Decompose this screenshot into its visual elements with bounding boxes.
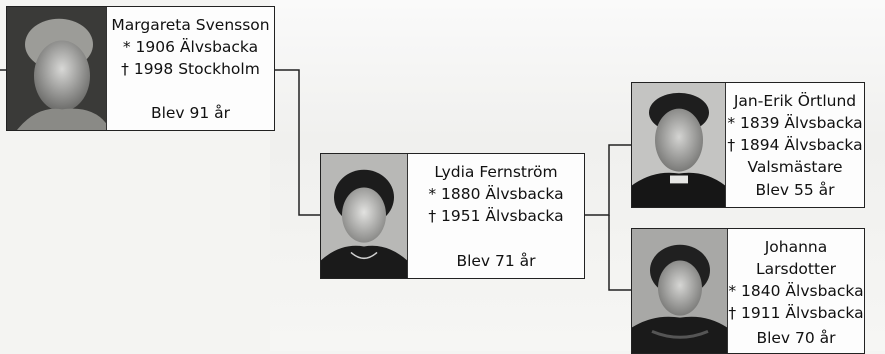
person-name: Jan-Erik Örtlund xyxy=(733,92,857,110)
portrait-photo-margareta xyxy=(7,7,107,130)
person-death: † 1911 Älvsbacka xyxy=(728,304,864,322)
person-info-margareta: Margareta Svensson * 1906 Älvsbacka † 19… xyxy=(107,7,274,130)
connector-margareta-to-lydia xyxy=(275,69,320,216)
person-name: Johanna Larsdotter xyxy=(756,238,836,278)
person-card-margareta[interactable]: Margareta Svensson * 1906 Älvsbacka † 19… xyxy=(6,6,275,131)
person-info-janerik: Jan-Erik Örtlund * 1839 Älvsbacka † 1894… xyxy=(726,83,864,207)
person-birth: * 1840 Älvsbacka xyxy=(728,282,864,300)
person-occupation: Valsmästare xyxy=(747,158,843,176)
connector-lydia-to-johanna xyxy=(608,215,631,291)
person-birth: * 1880 Älvsbacka xyxy=(428,185,564,203)
person-info-lydia: Lydia Fernström * 1880 Älvsbacka † 1951 … xyxy=(408,154,584,278)
person-death: † 1894 Älvsbacka xyxy=(727,136,863,154)
person-birth: * 1839 Älvsbacka xyxy=(727,114,863,132)
person-death: † 1998 Stockholm xyxy=(121,60,260,78)
person-name: Lydia Fernström xyxy=(434,163,558,181)
connector-lydia-to-janerik xyxy=(585,144,631,216)
person-card-janerik[interactable]: Jan-Erik Örtlund * 1839 Älvsbacka † 1894… xyxy=(631,82,865,208)
person-birth: * 1906 Älvsbacka xyxy=(122,38,259,56)
person-card-johanna[interactable]: Johanna Larsdotter * 1840 Älvsbacka † 19… xyxy=(631,228,865,354)
person-age: Blev 91 år xyxy=(150,104,231,122)
person-name: Margareta Svensson xyxy=(111,16,270,34)
person-age: Blev 71 år xyxy=(456,252,536,270)
person-age: Blev 70 år xyxy=(756,329,836,347)
person-card-lydia[interactable]: Lydia Fernström * 1880 Älvsbacka † 1951 … xyxy=(320,153,585,279)
person-death: † 1951 Älvsbacka xyxy=(428,207,564,225)
portrait-photo-lydia xyxy=(321,154,408,278)
portrait-photo-janerik xyxy=(632,83,726,207)
person-age: Blev 55 år xyxy=(755,181,835,199)
person-info-johanna: Johanna Larsdotter * 1840 Älvsbacka † 19… xyxy=(728,229,864,353)
portrait-photo-johanna xyxy=(632,229,728,353)
